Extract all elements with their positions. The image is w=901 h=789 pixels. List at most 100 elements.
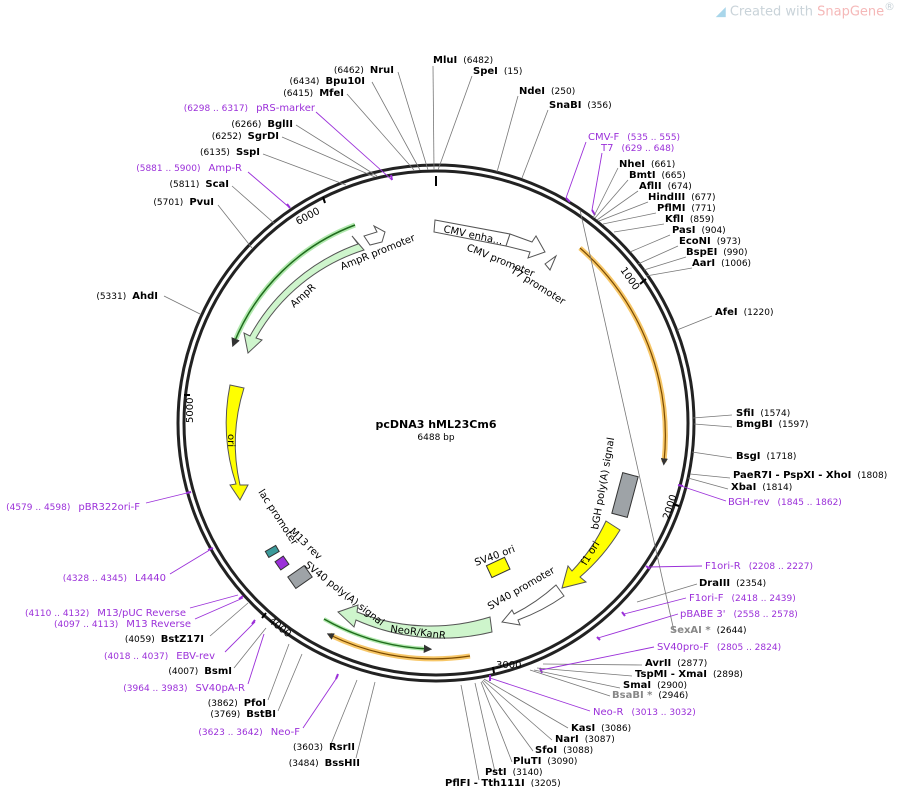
primer-labels: CMV-F(535 .. 555) T7(629 .. 648) BGH-rev… — [6, 103, 842, 738]
enzyme-bsabi: BsaBI *(2946) — [612, 690, 688, 701]
primer-leader-lines — [145, 111, 727, 729]
enzyme-hindiii: HindIII(677) — [648, 192, 715, 203]
tick-5000: 5000 — [184, 394, 196, 423]
orf-arc-cmv-bgh-core — [579, 247, 668, 466]
enzyme-bpu10i: (6434)Bpu10I — [290, 76, 365, 87]
enzyme-nrui: (6462)NruI — [334, 65, 394, 76]
feature-f1-ori — [561, 520, 621, 589]
snapgene-logo-icon: ◢ — [715, 4, 726, 20]
feature-lac-promoter — [264, 544, 280, 559]
enzyme-sfoi: SfoI(3088) — [535, 745, 593, 756]
primer-l4440: (4328 .. 4345)L4440 — [63, 573, 166, 584]
primer-t7: T7(629 .. 648) — [600, 143, 674, 154]
feature-sv40-polya — [287, 564, 313, 590]
feature-neor-kanr — [337, 604, 493, 639]
enzyme-ndei: NdeI(250) — [519, 86, 575, 97]
primer-neo-r: Neo-R(3013 .. 3032) — [593, 707, 696, 718]
primer-f1ori-f: F1ori-F(2418 .. 2439) — [689, 593, 796, 604]
enzyme-avrii: AvrII(2877) — [645, 658, 707, 669]
primer-pbr322ori-f: (4579 .. 4598)pBR322ori-F — [6, 502, 140, 513]
primer-cmv-f: CMV-F(535 .. 555) — [588, 132, 680, 143]
watermark-brand: SnapGene — [817, 4, 885, 20]
enzyme-sgrdi: (6252)SgrDI — [212, 131, 279, 142]
enzyme-afei: AfeI(1220) — [715, 307, 774, 318]
backbone-outer — [176, 163, 696, 683]
enzyme-bsmi: (4007)BsmI — [168, 666, 232, 677]
enzyme-nhei: NheI(661) — [619, 159, 675, 170]
primer-prs-marker: (6298 .. 6317)pRS-marker — [184, 103, 316, 114]
enzyme-spei: SpeI(15) — [473, 66, 522, 77]
enzyme-kfli: KflI(859) — [665, 214, 714, 225]
enzyme-bglii: (6266)BglII — [231, 119, 293, 130]
feature-ori — [225, 384, 249, 501]
enzyme-sfii: SfiI(1574) — [736, 408, 790, 419]
enzyme-pvui: (5701)PvuI — [153, 197, 214, 208]
enzyme-smai: SmaI(2900) — [623, 680, 687, 691]
enzyme-pflmi: PflMI(771) — [657, 203, 716, 214]
feature-sv40-ori — [485, 556, 511, 579]
enzyme-tspmi-xmai: TspMI - XmaI(2898) — [635, 669, 743, 680]
enzyme-bstz17i: (4059)BstZ17I — [125, 634, 204, 645]
plasmid-length: 6488 bp — [417, 433, 454, 443]
enzyme-aflii: AflII(674) — [639, 181, 692, 192]
enzyme-ahdi: (5331)AhdI — [96, 291, 158, 302]
enzyme-mlui: MluI(6482) — [433, 55, 493, 66]
enzyme-bsgi: BsgI(1718) — [736, 451, 796, 462]
enzyme-psti: PstI(3140) — [485, 767, 543, 778]
enzyme-pasi: PasI(904) — [672, 225, 726, 236]
enzyme-sexai: SexAI *(2644) — [670, 625, 747, 636]
enzyme-aari: AarI(1006) — [692, 258, 751, 269]
feature-bgh-polya — [611, 472, 639, 518]
enzyme-leader-lines — [163, 65, 733, 781]
enzyme-bstbi: (3769)BstBI — [210, 709, 276, 720]
enzyme-nari: NarI(3087) — [555, 734, 615, 745]
orf-arc-neo-green-core — [323, 618, 433, 654]
enzyme-econi: EcoNI(973) — [679, 236, 741, 247]
tick-label-6000: 6000 — [294, 206, 322, 228]
enzyme-snabi: SnaBI(356) — [549, 100, 612, 111]
enzyme-scai: (5811)ScaI — [169, 179, 229, 190]
feature-m13-rev — [274, 555, 290, 571]
primer-pbabe-3: pBABE 3'(2558 .. 2578) — [680, 609, 798, 620]
enzyme-bmti: BmtI(665) — [629, 170, 686, 181]
label-t7-promoter: T7 promoter — [508, 265, 568, 308]
label-ori: ori — [225, 434, 236, 447]
primer-neo-f: (3623 .. 3642)Neo-F — [198, 727, 300, 738]
feature-ampr-promoter — [363, 224, 386, 246]
enzyme-mfei: (6415)MfeI — [283, 88, 344, 99]
feature-sv40-promoter — [501, 584, 565, 626]
primer-sv40pa-r: (3964 .. 3983)SV40pA-R — [123, 683, 245, 694]
plasmid-name: pcDNA3 hML23Cm6 — [375, 418, 496, 431]
primer-f1ori-r: F1ori-R(2208 .. 2227) — [705, 561, 813, 572]
enzyme-bspei: BspEI(990) — [686, 247, 748, 258]
enzyme-xbai: XbaI(1814) — [731, 482, 792, 493]
feature-t7-promoter — [544, 254, 558, 271]
primer-amp-r: (5881 .. 5900)Amp-R — [136, 163, 242, 174]
backbone-inner — [182, 169, 690, 677]
primer-ebv-rev: (4018 .. 4037)EBV-rev — [104, 651, 215, 662]
primer-bgh-rev: BGH-rev(1845 .. 1862) — [728, 497, 842, 508]
enzyme-pfoi: (3862)PfoI — [208, 698, 266, 709]
orf-arc-neo-core — [326, 633, 471, 660]
tick-label-3000: 3000 — [496, 660, 521, 671]
primer-m13-puc-reverse: (4110 .. 4132)M13/pUC Reverse — [25, 608, 186, 619]
enzyme-pluti: PluTI(3090) — [513, 756, 577, 767]
watermark-prefix: Created with — [729, 4, 818, 20]
tick-label-5000: 5000 — [185, 398, 196, 423]
enzyme-bsshii: (3484)BssHII — [289, 758, 360, 769]
tick-3000: 3000 — [492, 660, 521, 674]
enzyme-draiii: DraIII(2354) — [699, 578, 766, 589]
enzyme-rsrii: (3603)RsrII — [293, 742, 355, 753]
enzyme-labels: MluI(6482) SpeI(15) NdeI(250) SnaBI(356)… — [96, 55, 887, 789]
orf-arc-amp-core — [231, 224, 356, 348]
enzyme-bmgbi: BmgBI(1597) — [736, 419, 808, 430]
primer-sv40pro-f: SV40pro-F(2805 .. 2824) — [657, 642, 781, 653]
feature-cmv-promoter — [505, 233, 546, 259]
feature-ampr — [243, 235, 365, 354]
enzyme-sspi: (6135)SspI — [200, 147, 260, 158]
label-bgh-polya: bGH poly(A) signal — [590, 437, 617, 531]
primer-m13-reverse: (4097 .. 4113)M13 Reverse — [54, 619, 191, 630]
enzyme-kasi: KasI(3086) — [571, 723, 631, 734]
enzyme-pflfi-tth111i: PflFI - Tth111I(3205) — [445, 778, 561, 789]
